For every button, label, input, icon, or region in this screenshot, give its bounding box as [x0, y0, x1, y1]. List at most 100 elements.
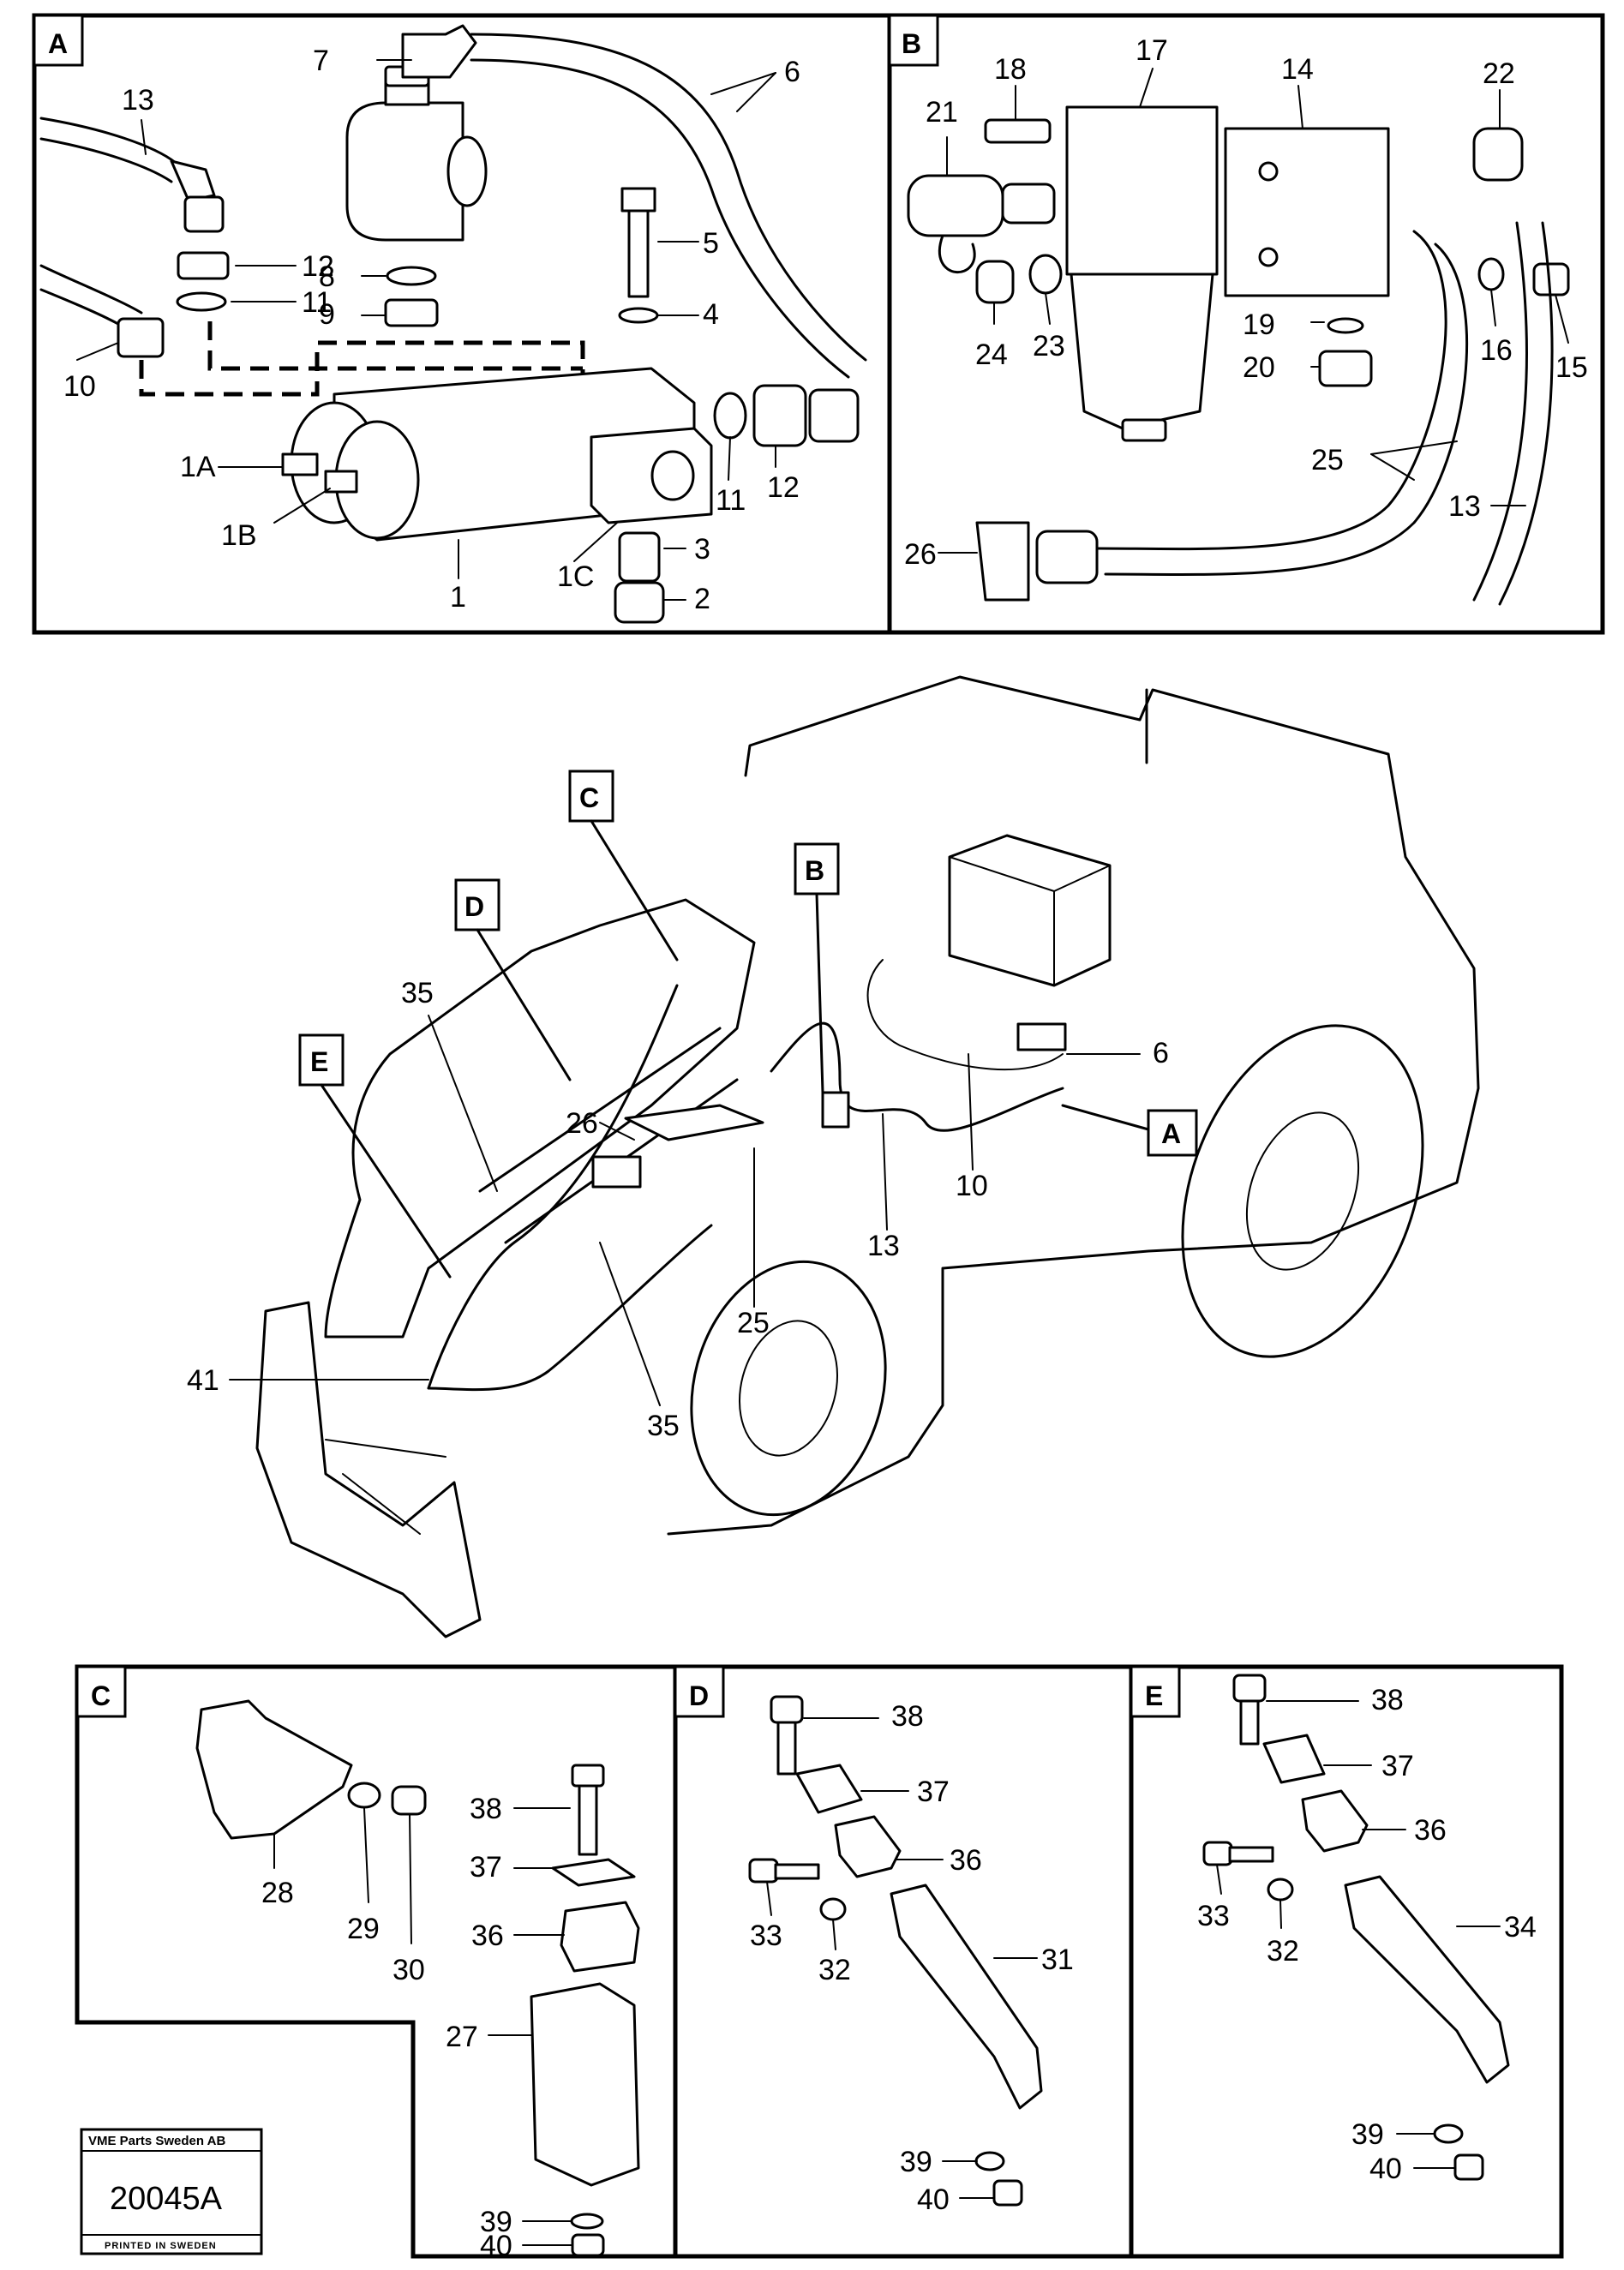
label-31: 31 — [1041, 1944, 1074, 1976]
bracket-27 — [530, 1982, 640, 2187]
label-11: 11 — [302, 286, 332, 319]
bolt-1a — [281, 452, 319, 476]
stamp-company: VME Parts Sweden AB — [88, 2134, 225, 2148]
bracket-28 — [195, 1699, 353, 1840]
nut-fitting-10 — [117, 317, 165, 358]
bracket-plate — [624, 1104, 764, 1141]
panel-b-frame — [887, 13, 1605, 635]
label-9: 9 — [319, 298, 335, 331]
valve-a-small — [1016, 1022, 1067, 1051]
callout-e: E — [298, 1033, 452, 1279]
part-3 — [618, 531, 661, 583]
label-35-top: 35 — [401, 977, 434, 1009]
label-12b: 12 — [767, 471, 800, 504]
tee-26 — [975, 521, 1030, 602]
stamp-printed: PRINTED IN SWEDEN — [105, 2241, 217, 2251]
nut-12 — [177, 251, 230, 280]
panel-d-tag: D — [689, 1680, 709, 1711]
label-33-e: 33 — [1197, 1900, 1230, 1932]
valve-b-small — [821, 1091, 850, 1129]
svg-text:E: E — [310, 1046, 328, 1077]
hydraulic-line-25 — [770, 1021, 1064, 1132]
label-12: 12 — [302, 250, 334, 283]
nut-9 — [384, 298, 439, 327]
label-26: 26 — [904, 538, 937, 571]
label-32-e: 32 — [1267, 1935, 1299, 1968]
plate-37 — [551, 1858, 636, 1887]
panel-b-leaders — [938, 68, 1569, 554]
hose-13b — [1472, 221, 1528, 602]
hydraulic-line-35a — [427, 984, 679, 1390]
clamp-36 — [560, 1901, 640, 1973]
bolt-5-head — [620, 187, 656, 213]
svg-text:B: B — [805, 855, 824, 886]
stamp-number: 20045A — [110, 2181, 223, 2217]
screw-18 — [984, 118, 1052, 144]
label-11b: 11 — [716, 484, 746, 517]
label-36-e: 36 — [1414, 1814, 1447, 1847]
label-2: 2 — [694, 583, 710, 615]
hydraulic-line-13 — [866, 959, 1064, 1071]
label-13-overview: 13 — [867, 1230, 900, 1262]
svg-text:A: A — [1161, 1118, 1181, 1149]
plate-37-d — [795, 1764, 863, 1814]
washer-16 — [1477, 257, 1505, 291]
bolt-5 — [627, 209, 650, 298]
valve-top — [345, 101, 464, 242]
bolt-38-d — [770, 1695, 804, 1724]
label-1: 1 — [450, 581, 466, 614]
hose-13 — [39, 117, 177, 165]
elbow-7 — [401, 24, 477, 79]
svg-text:D: D — [464, 891, 484, 922]
label-25: 25 — [1311, 444, 1344, 476]
label-6: 6 — [784, 56, 800, 88]
panel-c-tag-box — [75, 1665, 127, 1718]
label-16: 16 — [1480, 334, 1513, 367]
label-38-d: 38 — [891, 1700, 924, 1733]
bolt-33-e — [1202, 1841, 1233, 1866]
hose-10 — [39, 264, 143, 314]
label-39-d: 39 — [900, 2146, 932, 2178]
label-37-e: 37 — [1381, 1750, 1414, 1782]
label-1a: 1A — [180, 451, 216, 483]
panel-a-leaders — [76, 59, 776, 601]
valve-17 — [1065, 105, 1219, 276]
label-22: 22 — [1483, 57, 1515, 90]
washer-11 — [176, 291, 227, 312]
label-27: 27 — [446, 2021, 478, 2053]
panel-e-tag-box — [1130, 1665, 1181, 1718]
label-36: 36 — [471, 1920, 504, 1952]
panel-c-tag: C — [91, 1680, 111, 1711]
callout-a: A — [1061, 1104, 1198, 1157]
label-20: 20 — [1243, 351, 1275, 384]
label-7: 7 — [313, 45, 329, 77]
plug-24 — [975, 260, 1015, 304]
label-41: 41 — [187, 1364, 219, 1397]
panel-c: C 28 29 30 38 37 36 27 39 40 — [75, 1664, 678, 2262]
label-34: 34 — [1504, 1911, 1537, 1944]
callout-d: D — [454, 878, 572, 1081]
label-28: 28 — [261, 1877, 294, 1909]
label-17: 17 — [1136, 34, 1168, 67]
panel-d: D 38 37 36 33 32 31 39 40 — [673, 1664, 1134, 2259]
label-13: 13 — [1448, 490, 1481, 523]
label-40-e: 40 — [1369, 2153, 1402, 2185]
label-26-overview: 26 — [566, 1107, 598, 1140]
label-8: 8 — [319, 261, 335, 293]
panel-e-frame — [1129, 1664, 1564, 2259]
nut-40-d — [992, 2179, 1023, 2207]
label-3: 3 — [694, 533, 710, 566]
washer-32-e — [1267, 1878, 1294, 1902]
label-32-d: 32 — [818, 1954, 851, 1986]
panel-a: A — [32, 13, 892, 635]
clamp-block — [591, 1155, 642, 1189]
elbow-fitting — [170, 159, 216, 202]
label-14: 14 — [1281, 53, 1314, 86]
label-38: 38 — [470, 1793, 502, 1825]
label-29: 29 — [347, 1913, 380, 1945]
label-40-d: 40 — [917, 2183, 950, 2216]
panel-e: E 38 37 36 33 32 34 39 40 — [1129, 1664, 1564, 2259]
label-37: 37 — [470, 1851, 502, 1884]
bolt-30 — [391, 1785, 427, 1816]
